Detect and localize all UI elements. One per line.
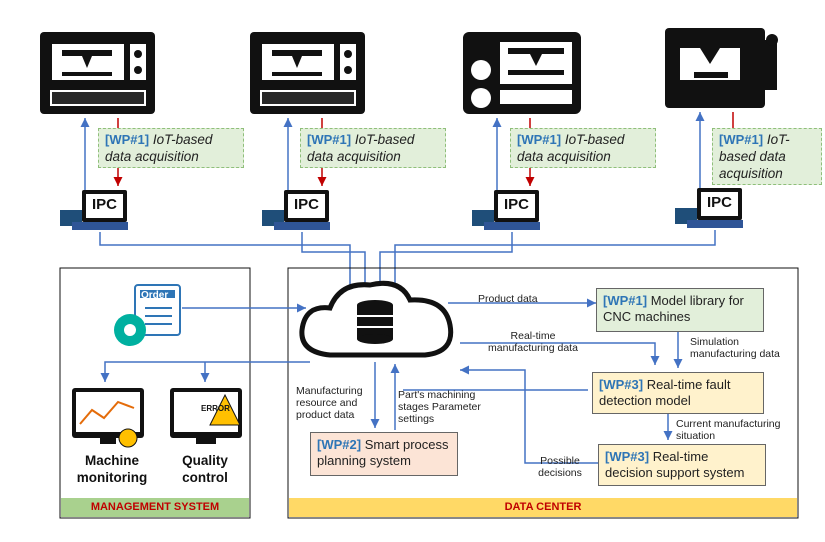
fault-detection-text: Real-time fault detection model <box>599 377 731 408</box>
smart-planning-box: [WP#2] Smart process planning system <box>310 432 458 476</box>
machine-monitoring-label: Machine monitoring <box>76 453 148 485</box>
current-situation-label: Current manufacturing situation <box>676 418 781 442</box>
machine-monitoring-icon <box>72 388 144 448</box>
iot-label-4: [WP#1] IoT-based data acquisition <box>712 128 822 185</box>
model-library-text: Model library for CNC machines <box>603 293 744 324</box>
possible-decisions-label: Possible decisions <box>538 455 582 479</box>
model-library-tag: [WP#1] <box>603 293 648 308</box>
fault-detection-tag: [WP#3] <box>599 377 644 392</box>
iot-label-1-text: IoT-based data acquisition <box>105 132 213 164</box>
smart-planning-text: Smart process planning system <box>317 437 449 468</box>
iot-label-1-tag: [WP#1] <box>105 132 150 147</box>
ipc-4-label: IPC <box>706 194 732 211</box>
ipc-2-label: IPC <box>293 196 319 213</box>
iot-label-2-tag: [WP#1] <box>307 132 352 147</box>
ipc-3-icon <box>472 190 540 230</box>
error-label: ERROR <box>201 404 230 413</box>
sim-mfg-data-label: Simulation manufacturing data <box>690 336 780 360</box>
model-library-box: [WP#1] Model library for CNC machines <box>596 288 764 332</box>
ipc-2-icon <box>262 190 330 230</box>
iot-label-3-tag: [WP#1] <box>517 132 562 147</box>
ipc-1-icon <box>60 190 128 230</box>
iot-label-2: [WP#1] IoT-based data acquisition <box>300 128 446 168</box>
iot-label-2-text: IoT-based data acquisition <box>307 132 415 164</box>
iot-label-3: [WP#1] IoT-based data acquisition <box>510 128 656 168</box>
iot-label-3-text: IoT-based data acquisition <box>517 132 625 164</box>
management-footer: MANAGEMENT SYSTEM <box>90 501 220 513</box>
iot-label-1: [WP#1] IoT-based data acquisition <box>98 128 244 168</box>
ipc-1-label: IPC <box>91 196 117 213</box>
machine-2-icon <box>250 32 365 114</box>
quality-control-icon <box>170 388 242 444</box>
order-label: Order <box>141 290 169 301</box>
cloud-database-icon <box>299 280 454 358</box>
iot-label-4-tag: [WP#1] <box>719 132 764 147</box>
machine-3-icon <box>463 32 581 114</box>
quality-control-label: Quality control <box>182 453 228 485</box>
realtime-mfg-data-label: Real-time manufacturing data <box>488 330 578 354</box>
order-document-icon <box>114 284 181 346</box>
smart-planning-tag: [WP#2] <box>317 437 362 452</box>
iot-label-4-text: IoT-based data acquisition <box>719 132 790 181</box>
mfg-resource-label: Manufacturing resource and product data <box>296 385 363 421</box>
machine-1-icon <box>40 32 155 114</box>
ipc-3-label: IPC <box>503 196 529 213</box>
parts-stages-label: Part's machining stages Parameter settin… <box>398 389 481 425</box>
ipc-4-icon <box>675 188 743 228</box>
fault-detection-box: [WP#3] Real-time fault detection model <box>592 372 764 414</box>
machine-4-icon <box>665 28 778 108</box>
product-data-label: Product data <box>478 293 538 305</box>
decision-support-text: Real-time decision support system <box>605 449 745 480</box>
datacenter-footer: DATA CENTER <box>504 501 582 513</box>
decision-support-box: [WP#3] Real-time decision support system <box>598 444 766 486</box>
decision-support-tag: [WP#3] <box>605 449 650 464</box>
